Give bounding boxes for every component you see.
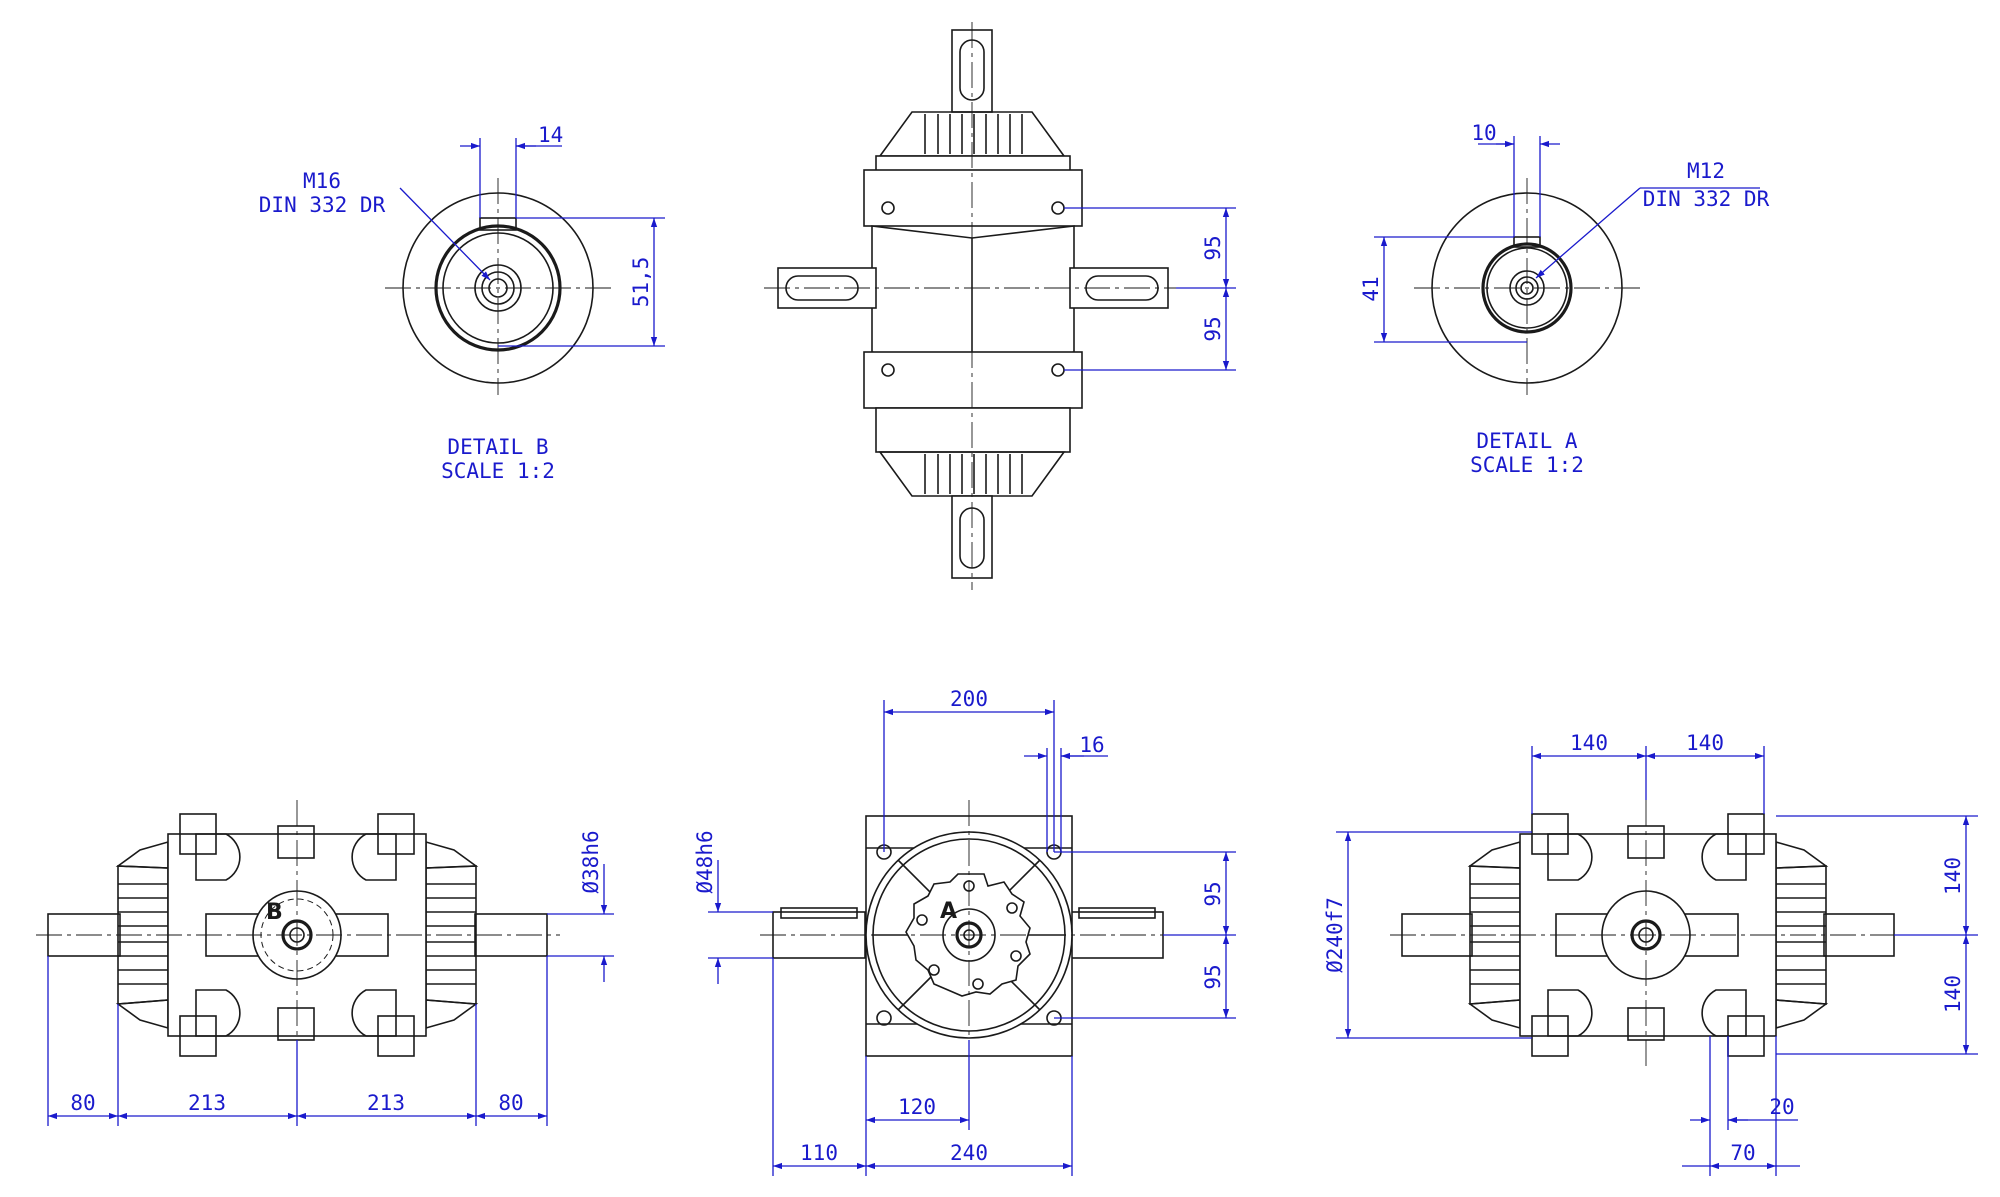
front-view-dim-16: 16 (1079, 733, 1104, 757)
right-view-dim-140-left: 140 (1570, 731, 1608, 755)
detail-a-scale: SCALE 1:2 (1470, 453, 1584, 477)
detail-b-view: 14 51,5 M16 DIN 332 DR DETAIL B SCALE 1:… (259, 123, 665, 483)
top-view-dim-lower: 95 (1201, 316, 1225, 341)
detail-b-scale: SCALE 1:2 (441, 459, 555, 483)
bottom-fan-ribs (924, 454, 1023, 494)
top-fan-ribs (924, 114, 1023, 154)
left-view-dim-80-left: 80 (70, 1091, 95, 1115)
right-view-dim-140-lower: 140 (1941, 975, 1965, 1013)
left-view-dim-213-right: 213 (367, 1091, 405, 1115)
left-view-detail-marker: B (266, 900, 283, 925)
detail-b-thread-std: DIN 332 DR (259, 193, 386, 217)
left-view-dim-213-left: 213 (188, 1091, 226, 1115)
left-side-view: B 80 213 213 80 Ø38h6 (36, 800, 614, 1126)
left-view-dim-80-right: 80 (498, 1091, 523, 1115)
right-side-view: 140 140 140 140 Ø240f7 20 70 (1323, 731, 1978, 1176)
right-view-pilot-diameter: Ø240f7 (1323, 897, 1347, 973)
front-view-dim-240: 240 (950, 1141, 988, 1165)
front-view: A 200 16 95 95 Ø48h6 120 (693, 687, 1236, 1176)
right-view-dim-70: 70 (1730, 1141, 1755, 1165)
right-view-left-ribs (1470, 883, 1520, 985)
front-view-dim-200: 200 (950, 687, 988, 711)
detail-a-title: DETAIL A (1476, 429, 1578, 453)
top-view-dim-upper: 95 (1201, 235, 1225, 260)
right-view-dim-20: 20 (1769, 1095, 1794, 1119)
top-view: 95 95 (764, 22, 1236, 590)
left-fan-ribs (118, 883, 168, 985)
right-view-right-ribs (1776, 883, 1826, 985)
front-view-shaft-diameter: Ø48h6 (693, 830, 717, 893)
detail-a-height-dim: 41 (1359, 276, 1383, 301)
detail-b-thread-label: M16 (303, 169, 341, 193)
detail-a-thread-std: DIN 332 DR (1643, 187, 1770, 211)
detail-a-key-dim: 10 (1471, 121, 1496, 145)
left-view-shaft-diameter: Ø38h6 (579, 830, 603, 893)
front-view-dim-110: 110 (800, 1141, 838, 1165)
front-view-detail-marker: A (940, 899, 957, 924)
right-view-dim-140-right: 140 (1686, 731, 1724, 755)
detail-b-title: DETAIL B (447, 435, 548, 459)
right-fan-ribs (426, 883, 476, 985)
right-view-dim-140-upper: 140 (1941, 857, 1965, 895)
detail-b-height-dim: 51,5 (629, 257, 653, 308)
detail-a-thread-label: M12 (1687, 159, 1725, 183)
front-view-dim-95-upper: 95 (1201, 881, 1225, 906)
front-view-dim-95-lower: 95 (1201, 964, 1225, 989)
detail-a-view: 10 41 M12 DIN 332 DR DETAIL A SCALE 1:2 (1359, 121, 1770, 477)
front-view-dim-120: 120 (898, 1095, 936, 1119)
detail-b-key-dim: 14 (538, 123, 563, 147)
